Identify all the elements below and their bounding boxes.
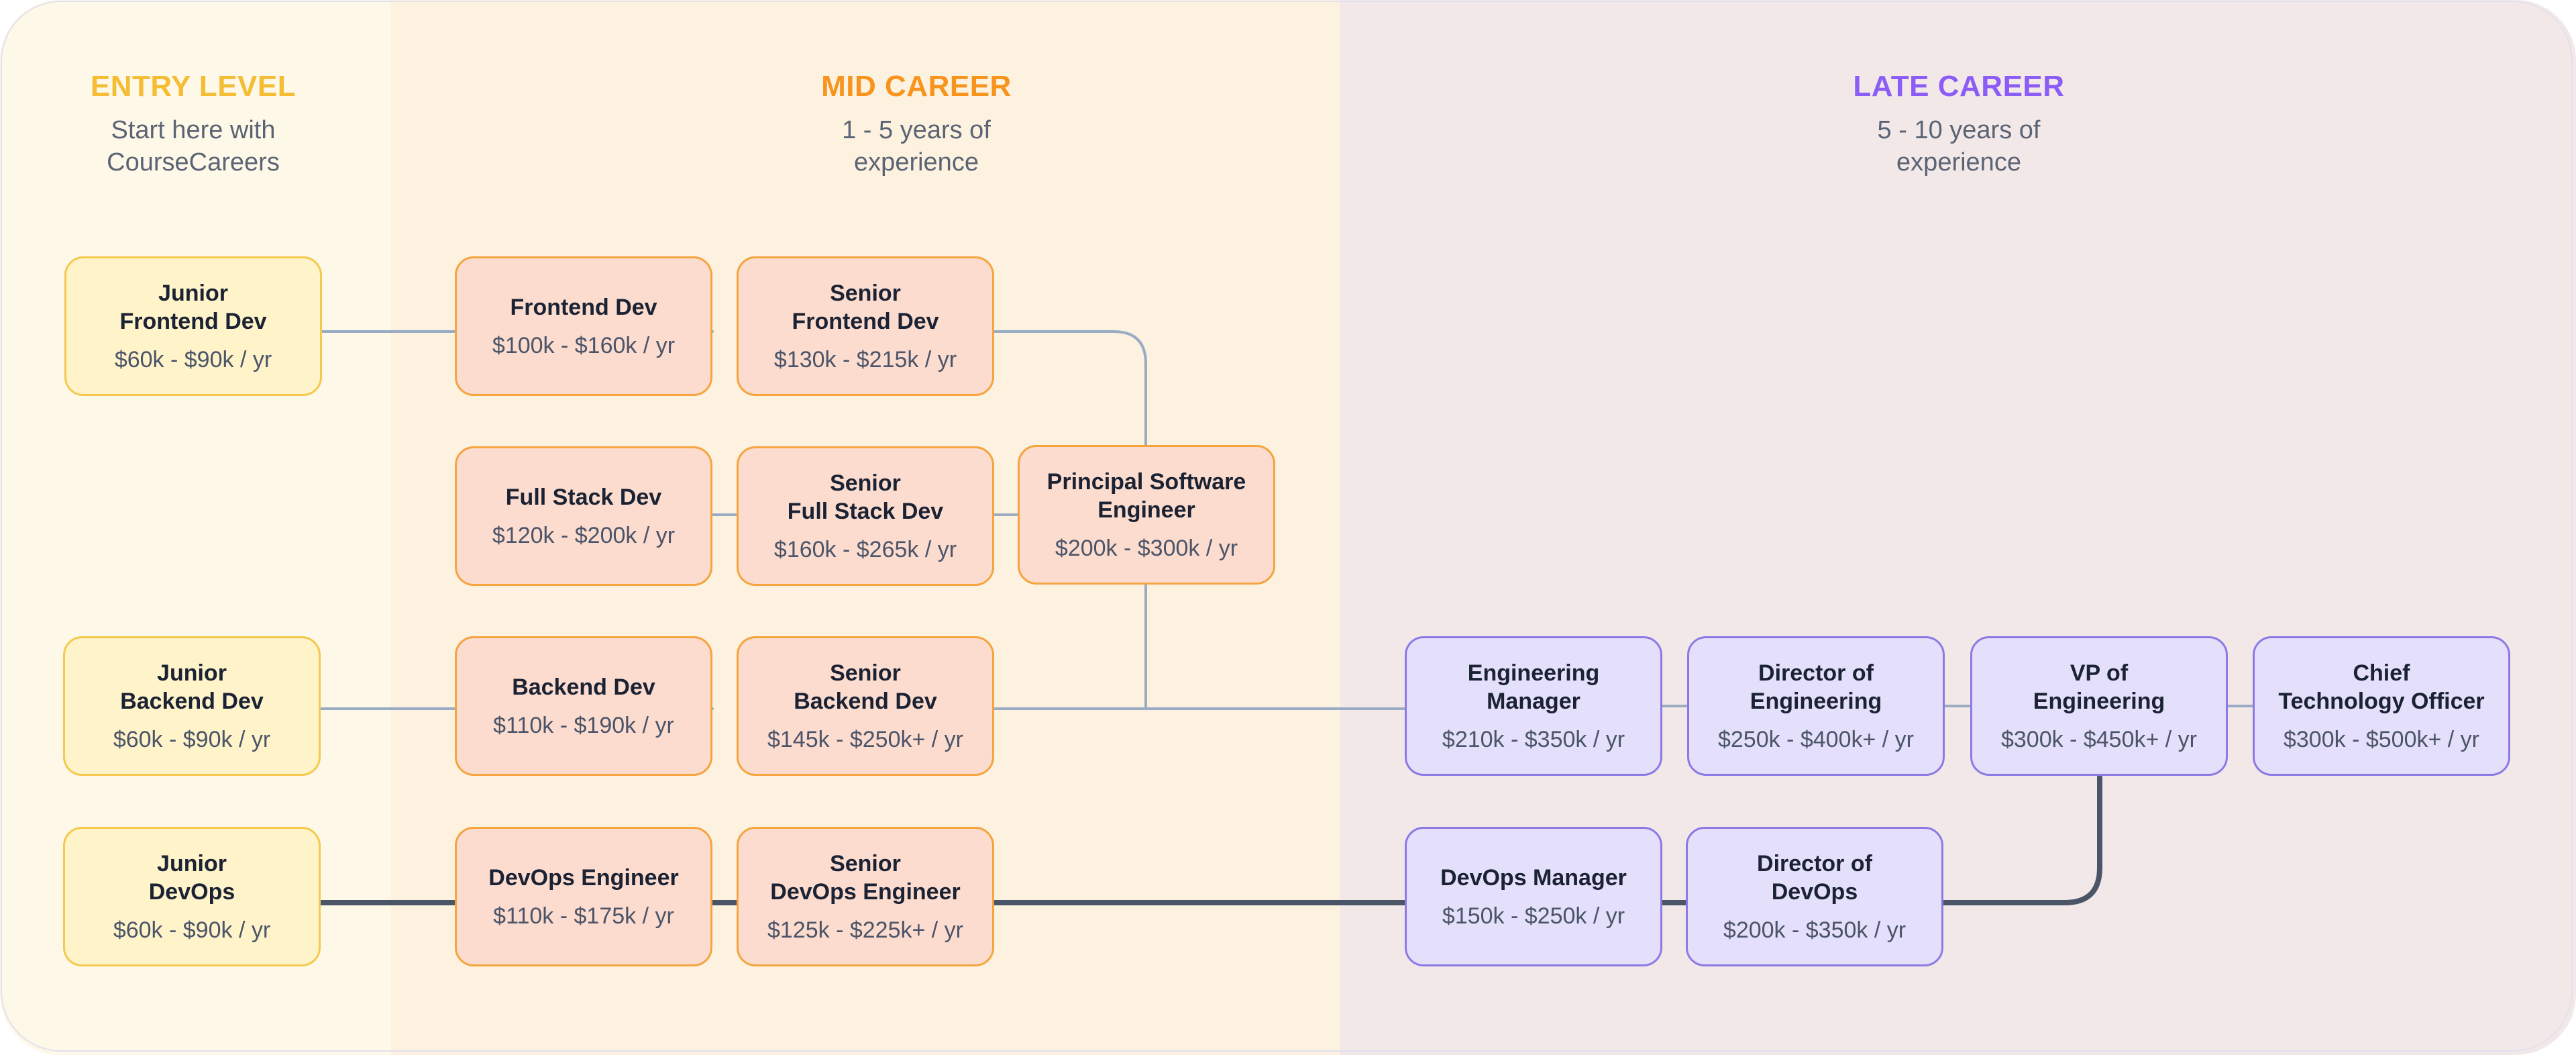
late-career-title: LATE CAREER	[1853, 70, 2065, 103]
role-title: Full Stack Dev	[505, 485, 662, 510]
role-card-principal-software-engineer[interactable]: Principal Software Engineer $200k - $300…	[1018, 445, 1275, 585]
role-title: Senior Backend Dev	[794, 660, 937, 714]
role-salary: $60k - $90k / yr	[114, 347, 272, 372]
entry-level-subtitle: Start here with CourseCareers	[107, 116, 280, 177]
role-salary: $150k - $250k / yr	[1442, 903, 1625, 929]
connector-senior-frontend-to-principal	[993, 330, 1147, 446]
role-title: Frontend Dev	[510, 295, 657, 320]
role-title: Junior DevOps	[148, 851, 235, 905]
late-career-header: LATE CAREER 5 - 10 years of experience	[1764, 70, 2153, 179]
role-salary: $125k - $225k+ / yr	[767, 917, 963, 943]
role-title: Junior Backend Dev	[120, 660, 264, 714]
role-salary: $200k - $350k / yr	[1723, 917, 1907, 943]
role-title: Engineering Manager	[1467, 660, 1600, 714]
role-salary: $120k - $200k / yr	[492, 523, 676, 548]
role-title: Senior Full Stack Dev	[787, 470, 944, 524]
role-title: Senior Frontend Dev	[792, 281, 939, 334]
role-title: Backend Dev	[512, 674, 655, 700]
role-card-engineering-manager[interactable]: Engineering Manager $210k - $350k / yr	[1405, 636, 1662, 776]
role-card-senior-devops-engineer[interactable]: Senior DevOps Engineer $125k - $225k+ / …	[737, 827, 994, 966]
role-card-senior-frontend-dev[interactable]: Senior Frontend Dev $130k - $215k / yr	[737, 256, 994, 396]
role-card-senior-backend-dev[interactable]: Senior Backend Dev $145k - $250k+ / yr	[737, 636, 994, 776]
role-salary: $300k - $450k+ / yr	[2000, 727, 2197, 752]
role-title: VP of Engineering	[2033, 660, 2165, 714]
role-title: Director of Engineering	[1750, 660, 1882, 714]
role-card-junior-devops[interactable]: Junior DevOps $60k - $90k / yr	[63, 827, 321, 966]
role-salary: $100k - $160k / yr	[492, 333, 676, 358]
mid-career-subtitle: 1 - 5 years of experience	[842, 116, 991, 177]
role-salary: $250k - $400k+ / yr	[1717, 727, 1914, 752]
role-title: Senior DevOps Engineer	[770, 851, 961, 905]
role-card-chief-technology-officer[interactable]: Chief Technology Officer $300k - $500k+ …	[2253, 636, 2510, 776]
role-salary: $60k - $90k / yr	[113, 917, 271, 943]
role-title: Director of DevOps	[1757, 851, 1872, 905]
role-card-frontend-dev[interactable]: Frontend Dev $100k - $160k / yr	[455, 256, 712, 396]
mid-career-title: MID CAREER	[821, 70, 1012, 103]
role-salary: $110k - $190k / yr	[493, 713, 674, 738]
role-salary: $160k - $265k / yr	[773, 537, 957, 562]
role-salary: $200k - $300k / yr	[1055, 536, 1238, 561]
role-title: DevOps Manager	[1440, 865, 1627, 891]
role-card-vp-of-engineering[interactable]: VP of Engineering $300k - $450k+ / yr	[1970, 636, 2228, 776]
entry-level-title: ENTRY LEVEL	[90, 70, 297, 103]
role-card-junior-frontend-dev[interactable]: Junior Frontend Dev $60k - $90k / yr	[64, 256, 322, 396]
role-card-director-of-engineering[interactable]: Director of Engineering $250k - $400k+ /…	[1687, 636, 1945, 776]
role-card-devops-manager[interactable]: DevOps Manager $150k - $250k / yr	[1405, 827, 1662, 966]
role-title: Junior Frontend Dev	[119, 281, 267, 334]
role-card-full-stack-dev[interactable]: Full Stack Dev $120k - $200k / yr	[455, 446, 712, 586]
role-title: Principal Software Engineer	[1046, 469, 1246, 523]
role-title: DevOps Engineer	[488, 865, 679, 891]
role-salary: $145k - $250k+ / yr	[767, 727, 963, 752]
role-salary: $210k - $350k / yr	[1442, 727, 1625, 752]
role-salary: $130k - $215k / yr	[773, 347, 957, 372]
role-title: Chief Technology Officer	[2278, 660, 2485, 714]
mid-career-header: MID CAREER 1 - 5 years of experience	[724, 70, 1108, 179]
role-card-junior-backend-dev[interactable]: Junior Backend Dev $60k - $90k / yr	[63, 636, 321, 776]
role-card-senior-full-stack-dev[interactable]: Senior Full Stack Dev $160k - $265k / yr	[737, 446, 994, 586]
role-salary: $300k - $500k+ / yr	[2283, 727, 2479, 752]
entry-level-header: ENTRY LEVEL Start here with CourseCareer…	[34, 70, 353, 179]
role-card-backend-dev[interactable]: Backend Dev $110k - $190k / yr	[455, 636, 712, 776]
role-card-devops-engineer[interactable]: DevOps Engineer $110k - $175k / yr	[455, 827, 712, 966]
connector-principal-to-management	[993, 583, 1406, 710]
role-salary: $60k - $90k / yr	[113, 727, 271, 752]
late-career-subtitle: 5 - 10 years of experience	[1877, 116, 2041, 177]
role-card-director-of-devops[interactable]: Director of DevOps $200k - $350k / yr	[1686, 827, 1943, 966]
role-salary: $110k - $175k / yr	[493, 903, 674, 929]
